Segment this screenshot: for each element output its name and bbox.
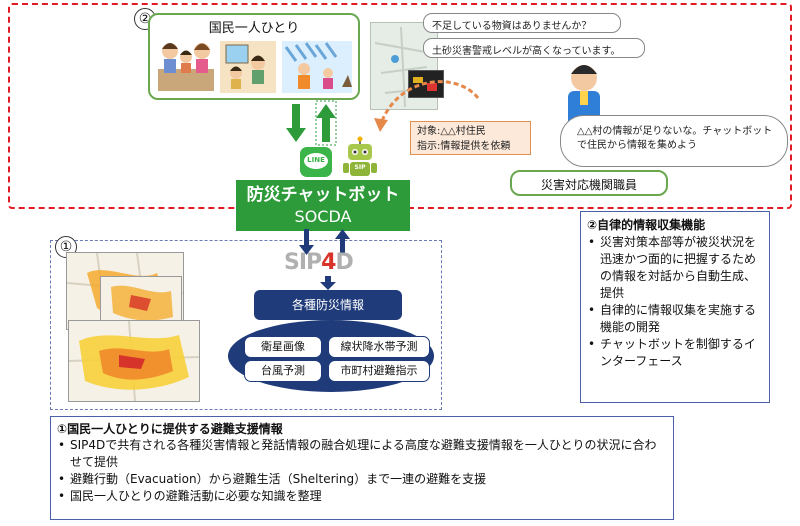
robot-badge-text: SIP <box>354 164 366 171</box>
panel-evacuation-support: ①国民一人ひとりに提供する避難支援情報 SIP4Dで共有される各種災害情報と発話… <box>50 416 674 520</box>
up-arrow <box>316 104 336 142</box>
line-app-icon: LINE <box>300 147 332 177</box>
citizen-title: 国民一人ひとり <box>208 21 300 36</box>
citizen-panel: 国民一人ひとり <box>148 13 360 100</box>
panel1-heading: ①国民一人ひとりに提供する避難支援情報 <box>57 422 283 436</box>
disaster-info-title: 各種防災情報 <box>291 298 364 312</box>
disaster-info-box: 各種防災情報 <box>254 290 402 320</box>
sip4d-logo-sip: SIP <box>284 250 322 275</box>
staff-title: 災害対応機関職員 <box>540 178 637 192</box>
chatbot-alert-landslide: 土砂災害警戒レベルが高くなっています。 <box>423 38 645 58</box>
instruction-target: 対象:△△村住民 <box>417 126 486 137</box>
socda-chatbot-box: 防災チャットボット SOCDA <box>236 180 410 231</box>
panel1-bullet-list: SIP4Dで共有される各種災害情報と発話情報の融合処理による高度な避難支援情報を… <box>57 437 657 505</box>
panel-autonomous-collection: ②自律的情報収集機能 災害対策本部等が被災状況を迅速かつ面的に把握するための情報… <box>580 211 770 403</box>
panel2-bullet: 自律的に情報収集を実施する機能の開発 <box>587 302 763 336</box>
panel1-bullet: 避難行動（Evacuation）から避難生活（Sheltering）まで一連の避… <box>57 471 657 488</box>
section1-dashed-panel <box>50 240 442 410</box>
info-item-rainband: 線状降水帯予測 <box>328 336 430 358</box>
socda-title: 防災チャットボット <box>246 185 400 205</box>
instruction-flow-arrow <box>374 80 480 132</box>
panel1-bullet: 国民一人ひとりの避難活動に必要な知識を整理 <box>57 488 657 505</box>
sip4d-logo-d: D <box>335 250 353 275</box>
evacuation-illustration <box>282 41 352 93</box>
exchange-arrows <box>286 100 337 146</box>
staff-thought-text: △△村の情報が足りないな。チャットボットで住民から情報を集めよう <box>577 126 773 151</box>
citizen-illustration <box>158 41 352 93</box>
socda-sip4d-arrows <box>299 229 350 255</box>
chatbot-robot-icon <box>343 136 377 176</box>
chat-map-screenshot <box>370 22 438 110</box>
down-arrow <box>286 104 306 142</box>
chatbot-question-supplies: 不足している物資はありませんか？ <box>423 13 621 33</box>
sip4d-logo: SIP4D <box>284 250 370 276</box>
family-illustration <box>158 43 214 91</box>
panel1-bullet: SIP4Dで共有される各種災害情報と発話情報の融合処理による高度な避難支援情報を… <box>57 437 657 471</box>
instruction-request: 指示:情報提供を依頼 <box>417 141 511 152</box>
panel2-bullet-list: 災害対策本部等が被災状況を迅速かつ面的に把握するための情報を対話から自動生成、提… <box>587 234 763 370</box>
panel2-bullet: 災害対策本部等が被災状況を迅速かつ面的に把握するための情報を対話から自動生成、提… <box>587 234 763 302</box>
info-item-satellite: 衛星画像 <box>244 336 322 358</box>
home-illustration <box>220 41 276 93</box>
socda-subtitle: SOCDA <box>294 207 352 226</box>
sip4d-down-arrow <box>320 276 336 290</box>
panel2-bullet: チャットボットを制御するインターフェース <box>587 336 763 370</box>
warning-map-thumbnail <box>408 70 444 98</box>
info-item-typhoon: 台風予測 <box>244 360 322 382</box>
info-item-evacuation-order: 市町村避難指示 <box>328 360 430 382</box>
staff-panel: 災害対応機関職員 <box>510 170 668 196</box>
hazard-map-2 <box>100 276 182 328</box>
sip4d-logo-4: 4 <box>321 250 336 275</box>
panel2-heading: ②自律的情報収集機能 <box>587 218 706 232</box>
staff-thought-bubble: △△村の情報が足りないな。チャットボットで住民から情報を集めよう <box>560 115 788 167</box>
instruction-box: 対象:△△村住民 指示:情報提供を依頼 <box>410 121 531 155</box>
hazard-map-3 <box>68 320 200 402</box>
